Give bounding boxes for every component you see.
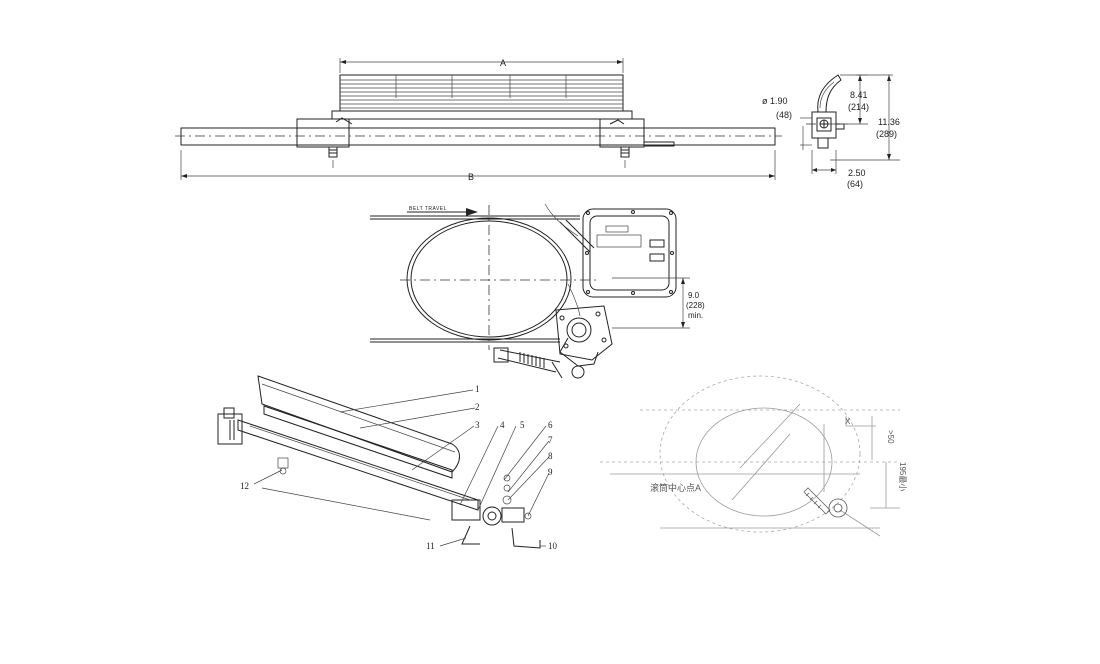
callout-9: 9 [548,467,553,477]
callout-6: 6 [548,420,553,430]
pipe-diameter-label: ø 1.90 [762,96,788,106]
height-total-label: 11.36 [878,117,900,127]
dim-b-label: B [468,172,474,182]
mounting-stud [620,146,630,168]
mainframe-bar [237,419,479,511]
height-total-mm-label: (289) [876,129,897,139]
callout-2: 2 [475,402,480,412]
clearance-note-label: min. [688,311,703,320]
cleaner-end-view: ø 1.90 (48) 8.41 (214) 11.36 (289) 2.50 … [762,74,900,189]
height-upper-label: 8.41 [850,90,868,100]
clearance-mm-label: (228) [686,301,705,310]
callout-8: 8 [548,451,553,461]
blade-stack [339,74,624,112]
pipe-diameter-mm-label: (48) [776,110,792,120]
belt-travel-label: BELT TRAVEL [409,206,447,212]
callout-5: 5 [520,420,525,430]
cleaner-side-elevation: A B [175,58,782,182]
callout-11: 11 [426,541,435,551]
tensioner-bracket [555,305,613,361]
spring-tensioner [493,347,563,379]
callout-7: 7 [548,435,553,445]
x-label: X [845,417,851,426]
tensioner-hub [482,506,502,526]
callout-10: 10 [548,541,558,551]
pulley-center-label: 滚筒中心点A [650,482,701,493]
belt-travel-arrow-icon [466,208,478,216]
width-mm-label: (64) [847,179,863,189]
installation-layout-view: 滚筒中心点A X >50 195最小 [600,375,907,537]
gap-label: >50 [886,430,895,444]
width-label: 2.50 [848,168,866,178]
callout-1: 1 [475,384,480,394]
mounting-stud [328,146,338,168]
callout-12: 12 [240,481,249,491]
height-upper-mm-label: (214) [848,102,869,112]
pulley-installation-view: BELT TRAVEL [370,203,705,379]
clearance-label: 9.0 [688,291,700,300]
exploded-parts-view: 1 2 3 4 5 6 7 8 9 10 11 12 [217,375,558,551]
dim-a-label: A [500,58,506,68]
inspection-door [582,208,677,298]
mainframe-pipe [180,127,776,146]
callout-3: 3 [475,420,480,430]
distance-label: 195最小 [898,462,907,491]
callout-4: 4 [500,420,505,430]
